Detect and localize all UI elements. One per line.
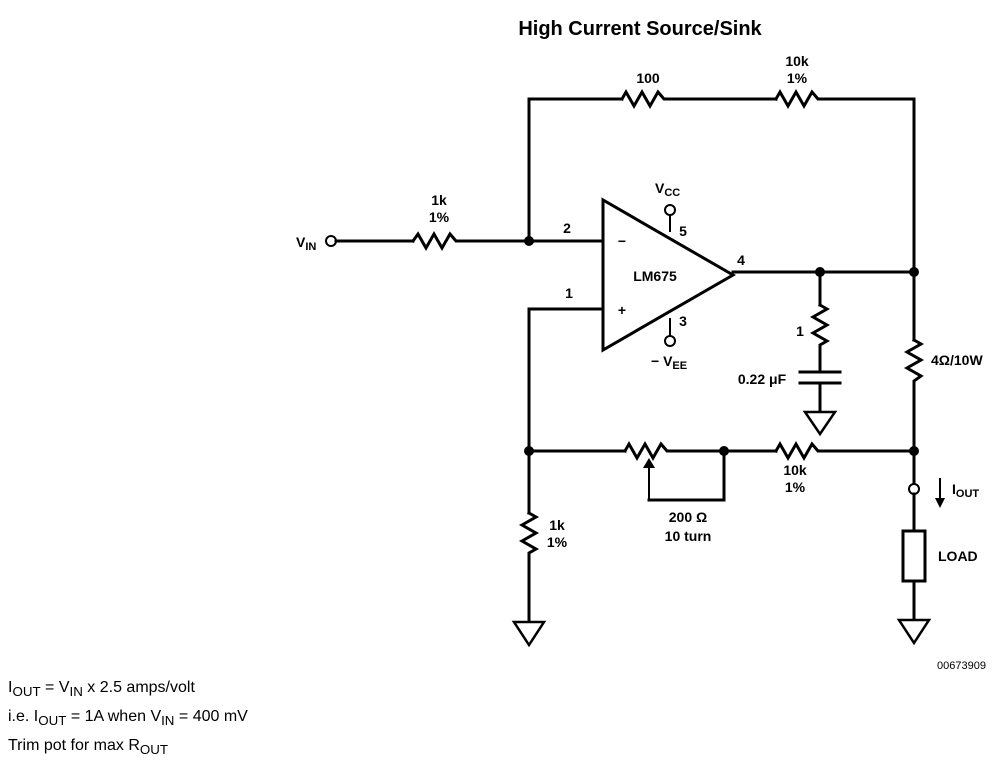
resistor-10k-feedback (773, 88, 824, 110)
trim-pot-200-ohm (622, 440, 726, 502)
resistor-100 (619, 88, 670, 110)
resistor-10k-return-value: 10k (783, 462, 807, 478)
top-feedback-wire (527, 97, 916, 274)
figure-id: 00673909 (937, 660, 986, 672)
resistor-10k-return (773, 440, 824, 462)
pin-3-label: 3 (679, 313, 687, 329)
trim-pot-turns: 10 turn (665, 528, 712, 544)
vcc-terminal (664, 204, 676, 216)
resistor-1k-ground (518, 510, 540, 558)
resistor-1-ohm-snubber (809, 302, 831, 350)
load-box (901, 529, 927, 583)
capacitor-snubber (798, 370, 842, 385)
pin-5-label: 5 (679, 223, 687, 239)
note-line-2: i.e. IOUT = 1A when VIN = 400 mV (8, 708, 248, 729)
vin-label: VIN (296, 234, 316, 253)
diagram-title: High Current Source/Sink (518, 18, 762, 40)
ground-symbol-left (511, 620, 547, 648)
ground-symbol-snubber (802, 410, 838, 437)
resistor-1k-input-value: 1k (431, 192, 447, 208)
vcc-label: VCC (655, 180, 680, 199)
pin-1-label: 1 (565, 285, 573, 301)
note-line-3: Trim pot for max ROUT (8, 737, 169, 758)
ground-symbol-load (896, 618, 932, 646)
trim-pot-value: 200 Ω (669, 509, 707, 525)
resistor-sense-4ohm (903, 337, 925, 386)
resistor-10k-feedback-value: 10k (785, 53, 809, 69)
vee-label: − VEE (651, 353, 687, 372)
resistor-10k-feedback-tolerance: 1% (787, 70, 808, 86)
opamp-name: LM675 (633, 268, 677, 284)
pin-4-label: 4 (737, 252, 745, 268)
resistor-1k-ground-tolerance: 1% (547, 534, 568, 550)
iout-arrow (935, 478, 945, 508)
resistor-10k-return-tolerance: 1% (785, 479, 806, 495)
vee-terminal (664, 335, 676, 347)
resistor-100-label: 100 (636, 70, 660, 86)
opamp-lm675 (601, 197, 737, 353)
capacitor-snubber-label: 0.22 μF (738, 371, 787, 387)
opamp-plus: + (618, 302, 626, 318)
resistor-snubber-label: 1 (796, 323, 804, 339)
pin-2-label: 2 (563, 220, 571, 236)
resistor-1k-input (410, 230, 463, 252)
load-label: LOAD (938, 548, 978, 564)
resistor-1k-ground-value: 1k (549, 517, 565, 533)
note-line-1: IOUT = VIN x 2.5 amps/volt (8, 679, 195, 700)
opamp-minus: − (618, 233, 626, 249)
resistor-sense-label: 4Ω/10W (931, 352, 983, 368)
iout-label: IOUT (952, 481, 979, 500)
resistor-1k-input-tolerance: 1% (429, 209, 450, 225)
